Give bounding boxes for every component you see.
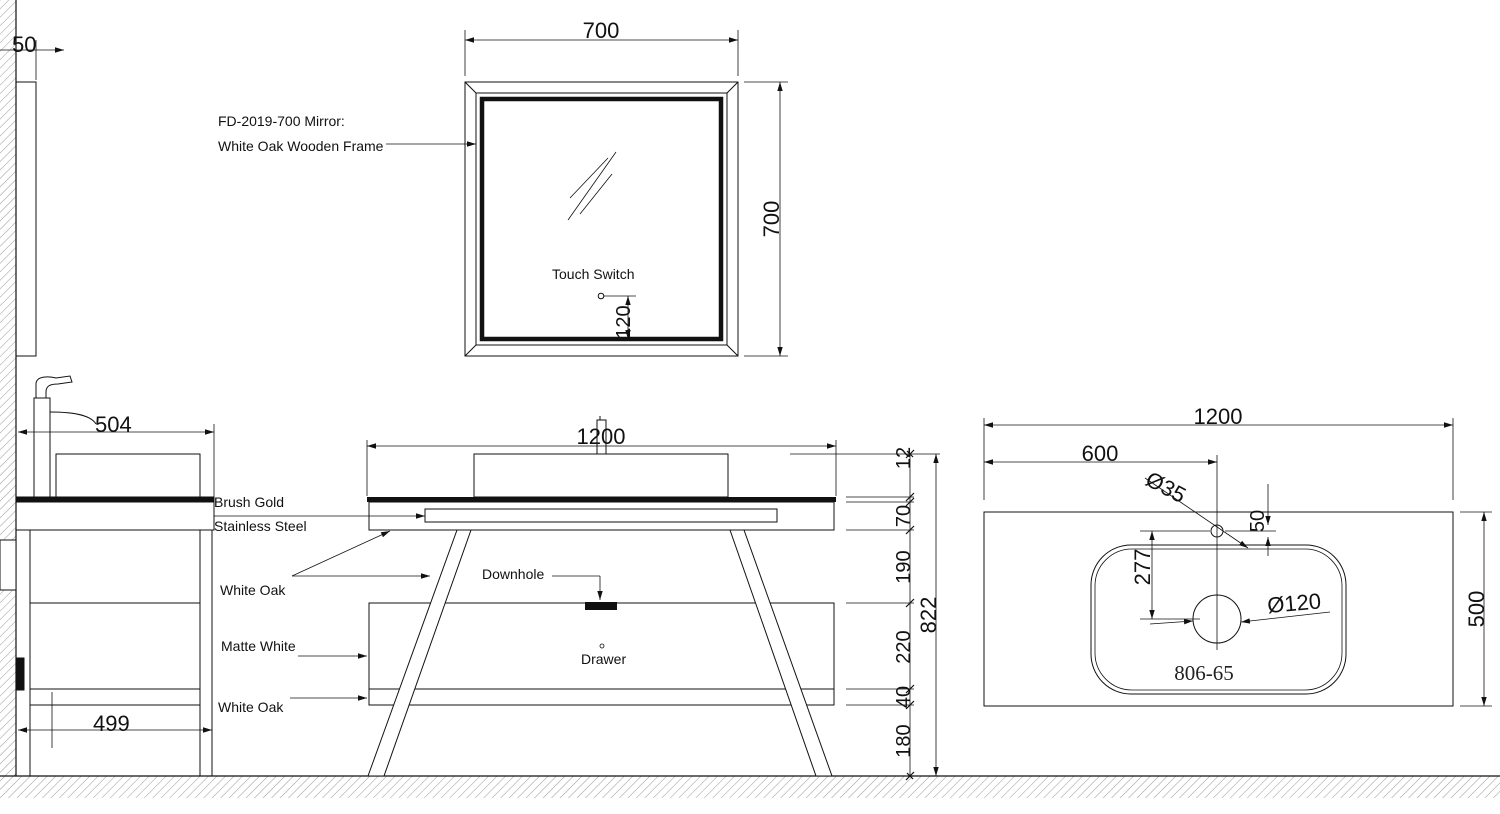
mirror-outer-frame [464,81,739,357]
white-oak-legs-label: White Oak [220,582,286,598]
side-view [0,81,215,776]
front-leaders [214,513,603,701]
dim-wall-offset: 50 [12,32,36,57]
dim-top-half-width: 600 [1082,441,1119,466]
touch-switch-label: Touch Switch [552,266,634,282]
faucet-spout-line [49,411,97,425]
side-countertop [15,496,215,503]
wall-hatch [0,0,16,776]
dim-front-height-1: 12 [893,447,915,469]
front-steel-panel [424,508,778,523]
dim-front-height-3: 190 [893,550,915,583]
top-basin-inner [1094,548,1343,691]
mirror-dimensions [386,30,788,357]
dim-front-height-4: 220 [893,630,915,663]
front-dimensions [366,440,940,780]
top-dimensions [983,418,1492,707]
dim-top-depth: 500 [1464,591,1489,628]
mirror-bevels [464,81,739,357]
drawer-label: Drawer [581,651,626,667]
front-dimension-ticks [905,449,915,781]
side-mirror [15,81,37,357]
dim-front-total-height: 822 [916,597,941,634]
dim-mirror-height: 700 [759,201,784,238]
downhole-label: Downhole [482,566,544,582]
downhole-icon [585,602,617,610]
front-faucet [596,416,607,454]
front-basin [473,453,729,498]
dim-drain-hole: Ø120 [1266,588,1322,618]
side-wall-plate [0,539,17,591]
mirror-inner-frame [475,92,728,346]
front-shelf [368,688,835,706]
dim-side-cabinet-depth: 499 [93,711,130,736]
mirror [464,81,739,357]
side-basin [55,453,201,499]
dim-front-width: 1200 [577,424,626,449]
side-faucet [33,375,73,498]
dim-tap-hole-offset: 50 [1247,510,1269,532]
dim-front-height-6: 180 [893,724,915,757]
basin-model-label: 806-65 [1174,661,1234,685]
mirror-led-strip [479,96,724,342]
dim-touch-switch-offset: 120 [613,305,635,338]
dim-drain-offset: 277 [1130,549,1155,586]
stainless-steel-label: Stainless Steel [214,518,307,534]
dim-top-width: 1200 [1194,404,1243,429]
drawer-knob-icon [599,643,605,649]
dim-side-depth: 504 [95,412,132,437]
front-leg-left [367,529,472,777]
touch-switch-icon [597,292,605,300]
floor-hatch [0,776,1500,798]
dim-tap-hole: Ø35 [1142,466,1190,508]
front-leg-right [729,529,833,777]
side-handle [15,657,25,691]
dim-front-height-2: 70 [893,505,915,527]
front-cabinet [368,501,835,531]
white-oak-shelf-label: White Oak [218,699,284,715]
mirror-frame-label: White Oak Wooden Frame [218,138,384,154]
brush-gold-label: Brush Gold [214,494,284,510]
top-countertop [983,511,1454,707]
mirror-glare-lines [567,151,617,221]
mirror-model-label: FD-2019-700 Mirror: [218,113,345,129]
side-cabinet [15,501,215,531]
top-basin-outer [1090,544,1347,695]
dim-front-height-5: 40 [893,686,915,708]
dim-mirror-width: 700 [583,18,620,43]
matte-white-label: Matte White [221,638,296,654]
side-dimensions [0,40,215,748]
front-countertop [367,497,836,502]
front-view [367,416,836,777]
